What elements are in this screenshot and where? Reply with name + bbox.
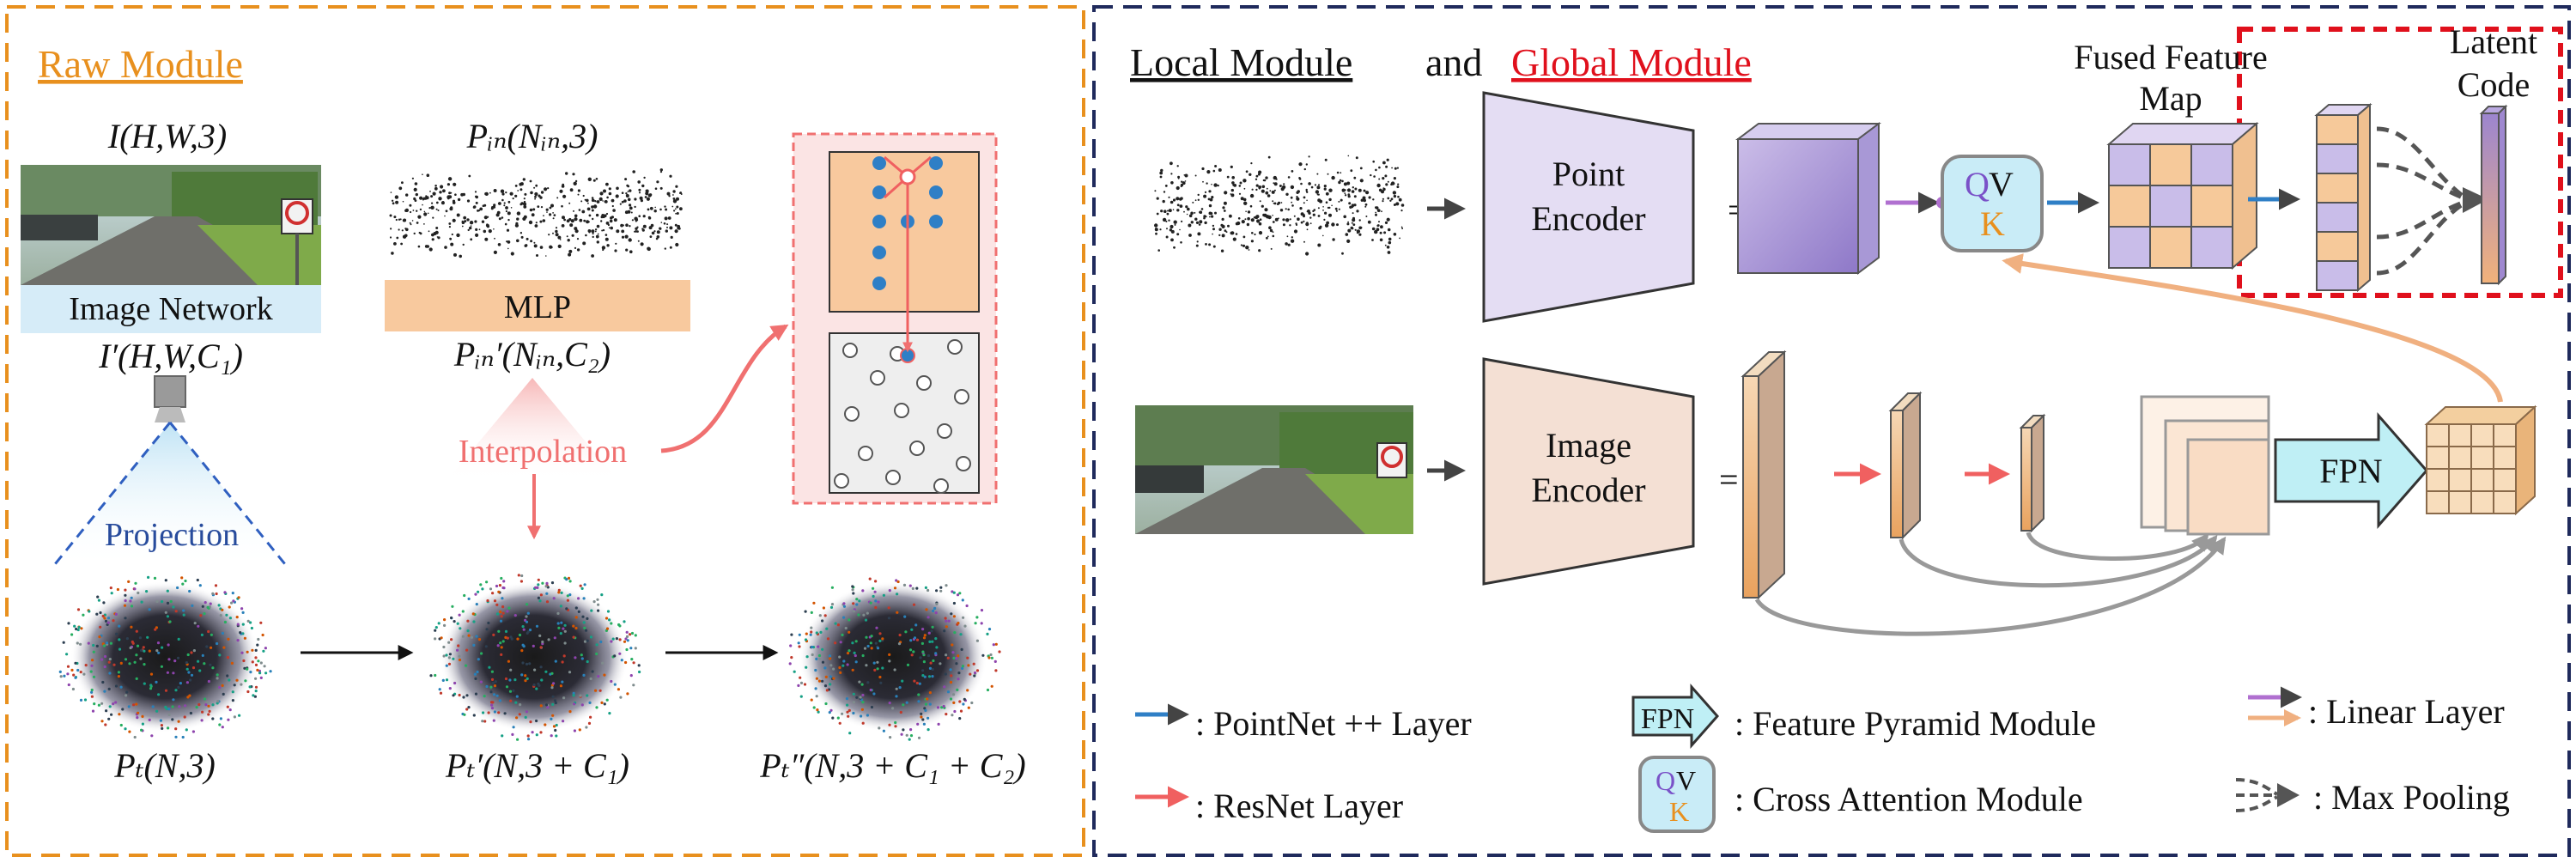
pt-label-1: Pₜ(N,3) bbox=[113, 746, 216, 785]
fpn-output-cube bbox=[2424, 404, 2537, 516]
bottom-point-clouds bbox=[58, 574, 1001, 741]
mlp-box bbox=[385, 280, 690, 331]
point-cloud-1 bbox=[58, 575, 272, 739]
point-cloud-2 bbox=[429, 574, 641, 741]
image-network-box bbox=[21, 285, 321, 333]
cross-q: Q bbox=[1965, 165, 1990, 204]
global-module-box bbox=[2237, 27, 2563, 298]
resnet-stage-1 bbox=[1741, 349, 1787, 600]
image-feature-label: I′(H,W,C₁) bbox=[98, 337, 243, 375]
global-feature-stack bbox=[2314, 102, 2372, 293]
legend-cross-q: Q bbox=[1656, 765, 1675, 796]
grid-dots bbox=[872, 156, 943, 290]
point-encoder-label-2: Encoder bbox=[1531, 199, 1645, 238]
legend-maxpool-icon bbox=[2235, 778, 2300, 812]
equals-bottom: = bbox=[1719, 460, 1739, 499]
legend-pointnet-text: : PointNet ++ Layer bbox=[1195, 704, 1472, 743]
input-point-cloud bbox=[389, 168, 683, 258]
pt-label-3: Pₜ″(N,3 + C₁ + C₂) bbox=[759, 746, 1025, 785]
projection-cone bbox=[52, 422, 289, 568]
image-encoder-label-2: Encoder bbox=[1531, 471, 1645, 509]
and-word: and bbox=[1425, 40, 1482, 84]
camera-icon bbox=[154, 375, 186, 422]
points-in-label: Pᵢₙ(Nᵢₙ,3) bbox=[466, 117, 598, 155]
legend-cross-k: K bbox=[1669, 796, 1689, 827]
local-global-border bbox=[1092, 5, 2571, 857]
pyramid-stack bbox=[2140, 395, 2270, 536]
point-cloud-thumbnail bbox=[1154, 155, 1405, 256]
raw-module-title: Raw Module bbox=[38, 42, 243, 86]
latent-code-vector bbox=[2479, 104, 2508, 286]
legend-maxpool-text: : Max Pooling bbox=[2313, 778, 2510, 817]
road-scene-image bbox=[21, 165, 321, 285]
legend-fpn-text: : Feature Pyramid Module bbox=[1735, 704, 2096, 743]
fused-feature-map bbox=[2106, 121, 2259, 270]
latent-code-label-2: Code bbox=[2458, 65, 2530, 104]
raw-module-border bbox=[5, 5, 1085, 857]
point-encoder-label-1: Point bbox=[1552, 155, 1625, 193]
image-encoder bbox=[1482, 357, 1695, 586]
resnet-stage-2 bbox=[1888, 391, 1923, 540]
interpolation-curve-arrow bbox=[660, 324, 789, 453]
cross-k: K bbox=[1980, 204, 2005, 243]
max-pooling-arrows bbox=[2376, 126, 2488, 276]
points-feature-label: Pᵢₙ′(Nᵢₙ,C₂) bbox=[453, 335, 611, 374]
point-cloud-3 bbox=[788, 577, 1001, 741]
interpolation-label: Interpolation bbox=[459, 434, 627, 470]
image-thumbnail bbox=[1135, 405, 1413, 534]
mlp-label: MLP bbox=[504, 289, 571, 325]
fused-map-label-2: Map bbox=[2139, 79, 2202, 118]
point-encoder bbox=[1482, 91, 1695, 323]
image-feature-to-cross-arrow bbox=[2002, 253, 2503, 403]
legend-resnet-text: : ResNet Layer bbox=[1195, 787, 1403, 825]
fpn-block bbox=[2274, 412, 2428, 529]
local-module-title: Local Module bbox=[1130, 40, 1352, 84]
fpn-label: FPN bbox=[2319, 452, 2382, 490]
projection-label: Projection bbox=[105, 517, 239, 553]
legend-fpn-icon-label: FPN bbox=[1641, 703, 1694, 735]
legend-cross-icon bbox=[1638, 756, 1716, 833]
fused-map-label-1: Fused Feature bbox=[2074, 38, 2268, 76]
image-label: I(H,W,3) bbox=[107, 117, 228, 155]
legend-cross-text: : Cross Attention Module bbox=[1735, 780, 2083, 818]
legend-cross-v: V bbox=[1676, 765, 1696, 796]
interpolation-cone bbox=[447, 378, 618, 481]
legend-linear-text: : Linear Layer bbox=[2308, 692, 2505, 731]
latent-code-label-1: Latent bbox=[2450, 22, 2537, 61]
cross-v: V bbox=[1989, 165, 2014, 204]
cross-attention-module bbox=[1941, 155, 2044, 252]
resnet-stage-3 bbox=[2019, 413, 2046, 533]
skip-connections bbox=[1754, 531, 2227, 636]
point-feature-cube bbox=[1735, 122, 1881, 275]
pt-label-2: Pₜ′(N,3 + C₁) bbox=[445, 746, 629, 785]
global-module-title: Global Module bbox=[1511, 40, 1752, 84]
legend-fpn-icon bbox=[1631, 684, 1720, 749]
image-network-label: Image Network bbox=[69, 291, 272, 327]
image-encoder-label-1: Image bbox=[1546, 426, 1631, 465]
